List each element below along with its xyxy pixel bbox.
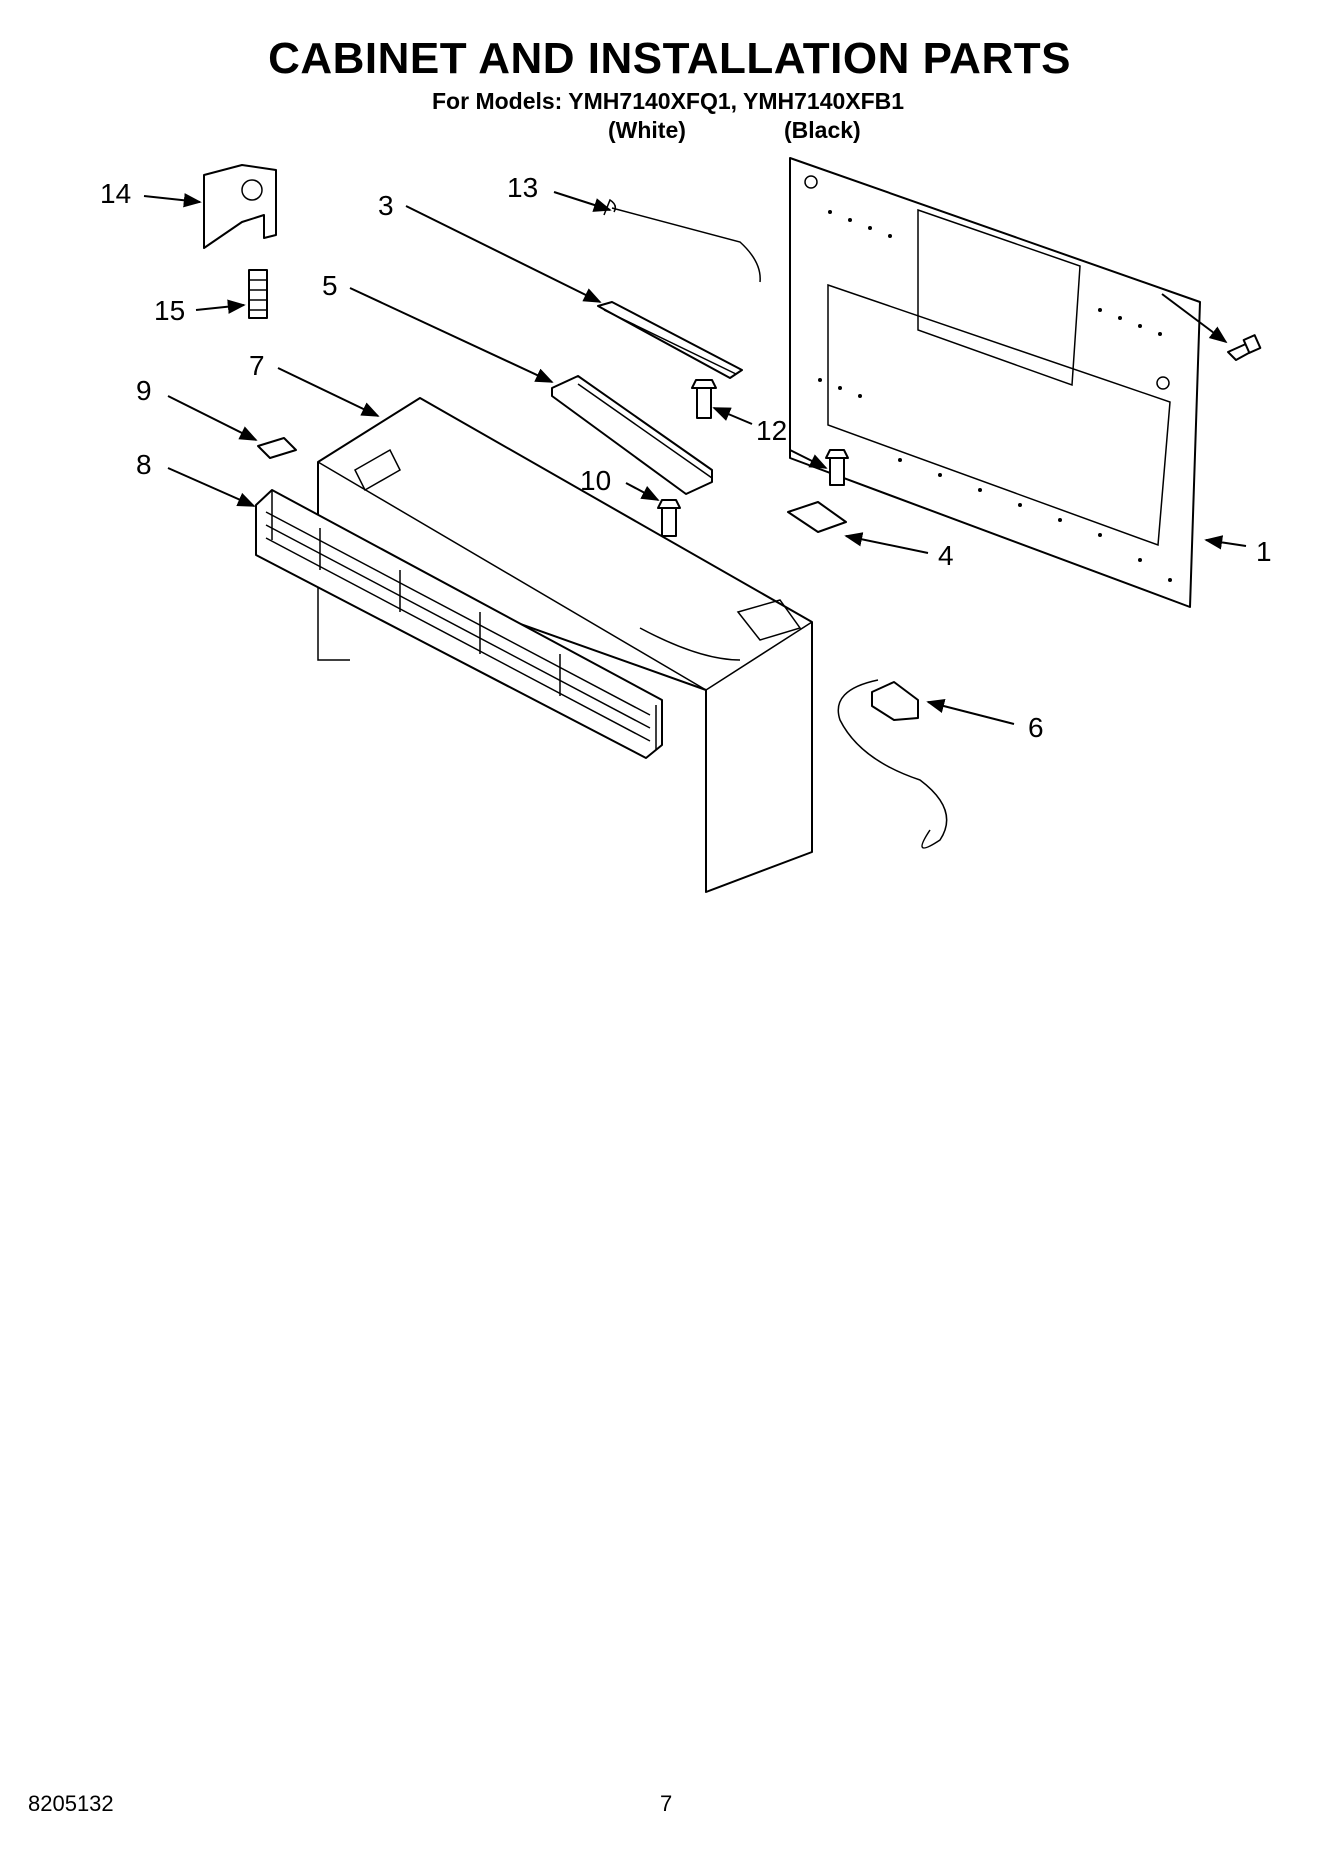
part-3-rail	[597, 301, 743, 379]
part-8-grille	[255, 489, 663, 759]
callout-3: 3	[378, 190, 394, 221]
leader-lines	[143, 191, 1247, 725]
callout-7: 7	[249, 350, 265, 381]
doc-number: 8205132	[28, 1791, 114, 1816]
callout-13: 13	[507, 172, 539, 203]
part-12-screws	[691, 379, 849, 486]
callout-12: 12	[756, 415, 788, 446]
callout-14: 14	[100, 178, 132, 209]
part-1-mounting-plate	[789, 157, 1201, 608]
part-15-spring	[248, 269, 268, 319]
part-11-screw	[1227, 334, 1262, 361]
variant-black: (Black)	[784, 117, 861, 143]
part-6-cord	[837, 679, 948, 849]
models-line: For Models: YMH7140XFQ1, YMH7140XFB1	[432, 88, 905, 114]
part-10-screw	[657, 499, 681, 537]
part-7-cabinet	[317, 397, 813, 893]
callout-10: 10	[580, 465, 612, 496]
page-title: CABINET AND INSTALLATION PARTS	[268, 34, 1071, 83]
callout-8: 8	[136, 449, 152, 480]
callout-15: 15	[154, 295, 186, 326]
callout-6: 6	[1028, 712, 1044, 743]
callout-5: 5	[322, 270, 338, 301]
part-13-wire	[603, 198, 761, 283]
part-4-plate	[787, 501, 847, 533]
part-14-bracket	[203, 164, 277, 249]
part-9-clip	[257, 437, 297, 459]
part-5-bracket	[551, 375, 713, 495]
callout-4: 4	[938, 540, 954, 571]
page-number: 7	[660, 1791, 673, 1816]
variant-white: (White)	[608, 117, 686, 143]
callout-9: 9	[136, 375, 152, 406]
callout-1: 1	[1256, 536, 1272, 567]
